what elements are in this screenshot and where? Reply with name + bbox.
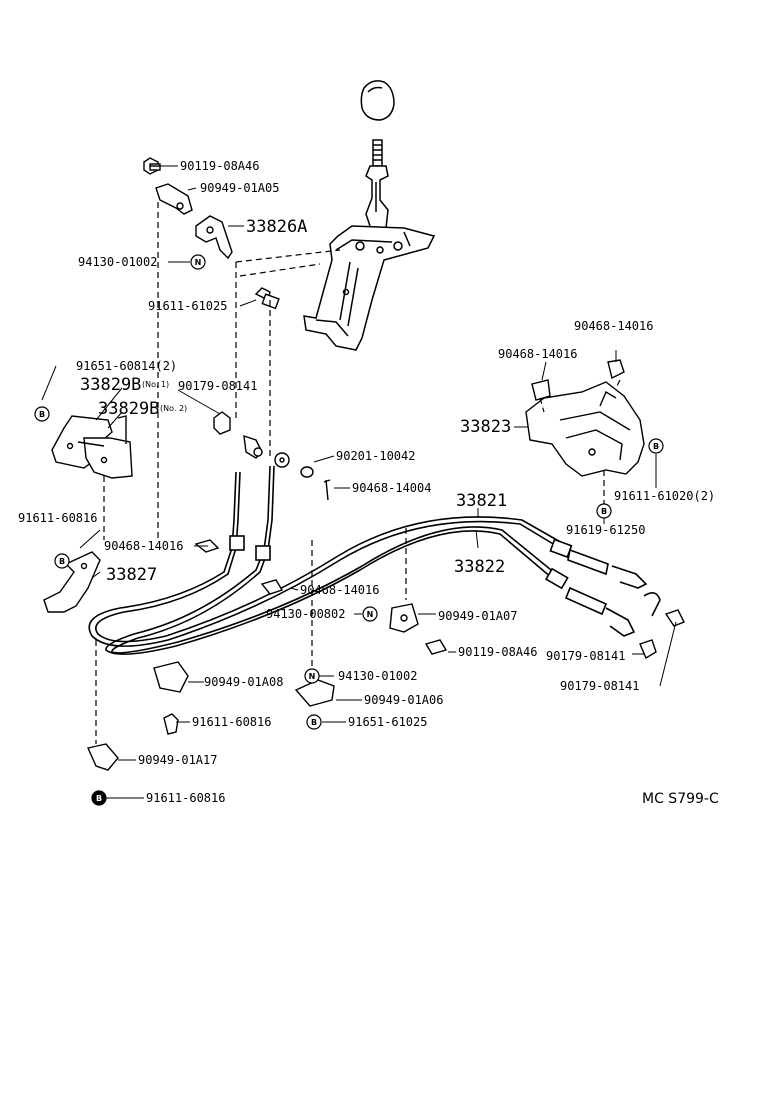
label-part-9: 33829B [98,399,159,419]
bolt-part-5 [254,287,280,310]
bolt-part-1 [143,157,161,175]
shift-cables [88,465,661,655]
label-part-29: 90179-08141 [560,679,639,693]
bracket-33829b-pair [51,415,133,479]
badge-n-2: N [362,606,378,622]
reference-lines [95,202,621,744]
svg-text:B: B [39,410,45,419]
label-part-15: 33827 [106,565,157,585]
badge-n-3: N [304,668,320,684]
label-part-16: 33822 [454,557,505,577]
svg-text:B: B [96,794,102,803]
label-part-33: 91611-61020(2) [614,489,715,503]
label-part-23: 90949-01A08 [204,675,283,689]
label-part-6: 91651-60814(2) [76,359,177,373]
badge-b-3: B [306,714,322,730]
label-part-24: 90949-01A06 [364,693,443,707]
badge-b-2: B [54,553,70,569]
svg-text:B: B [653,442,659,451]
label-part-2: 90949-01A05 [200,181,279,195]
bracket-33827 [43,551,101,613]
badge-b-5: B [648,438,664,454]
svg-text:N: N [309,672,316,681]
badge-b-4: B [91,790,107,806]
svg-text:B: B [59,557,65,566]
label-part-3: 33826A [246,217,307,237]
label-part-14: 90468-14016 [104,539,183,553]
shift-lever-assembly [303,80,436,351]
washer-part-10 [300,466,314,478]
label-part-18: 94130-00802 [266,607,345,621]
label-part-19: 90949-01A07 [438,609,517,623]
label-part-17: 90468-14016 [300,583,379,597]
label-part-22: 94130-01002 [338,669,417,683]
label-part-34: 91619-61250 [566,523,645,537]
label-part-7: 33829B [80,375,141,395]
bracket-33823 [525,359,645,477]
label-part-12: 33821 [456,491,507,511]
clip-part-8 [213,411,231,435]
svg-text:B: B [311,718,317,727]
bracket-33826a [195,215,233,260]
svg-text:N: N [367,610,374,619]
cable-clips [87,579,685,771]
label-part-4: 94130-01002 [78,255,157,269]
badge-b-6: B [596,503,612,519]
cable-ends-top [243,434,290,468]
leader-lines [41,165,677,799]
label-part-13: 91611-60816 [18,511,97,525]
svg-text:B: B [601,507,607,516]
label-part-7-note: (No. 1) [142,380,169,389]
label-part-5: 91611-61025 [148,299,227,313]
label-part-30: 90468-14016 [574,319,653,333]
label-part-8: 90179-08141 [178,379,257,393]
label-part-26: 91651-61025 [348,715,427,729]
diagram-code: MC S799-C [642,791,719,807]
label-part-9-note: (No. 2) [160,404,187,413]
label-part-28: 91611-60816 [146,791,225,805]
label-part-21: 90179-08141 [546,649,625,663]
label-part-20: 90119-08A46 [458,645,537,659]
label-part-25: 91611-60816 [192,715,271,729]
clamp-part-2 [155,183,193,215]
label-part-31: 90468-14016 [498,347,577,361]
pin-part-11 [323,479,331,501]
label-part-10: 90201-10042 [336,449,415,463]
label-part-1: 90119-08A46 [180,159,259,173]
label-part-32: 33823 [460,417,511,437]
svg-text:N: N [195,258,202,267]
label-part-11: 90468-14004 [352,481,431,495]
badge-b-1: B [34,406,50,422]
label-part-27: 90949-01A17 [138,753,217,767]
badge-n-1: N [190,254,206,270]
